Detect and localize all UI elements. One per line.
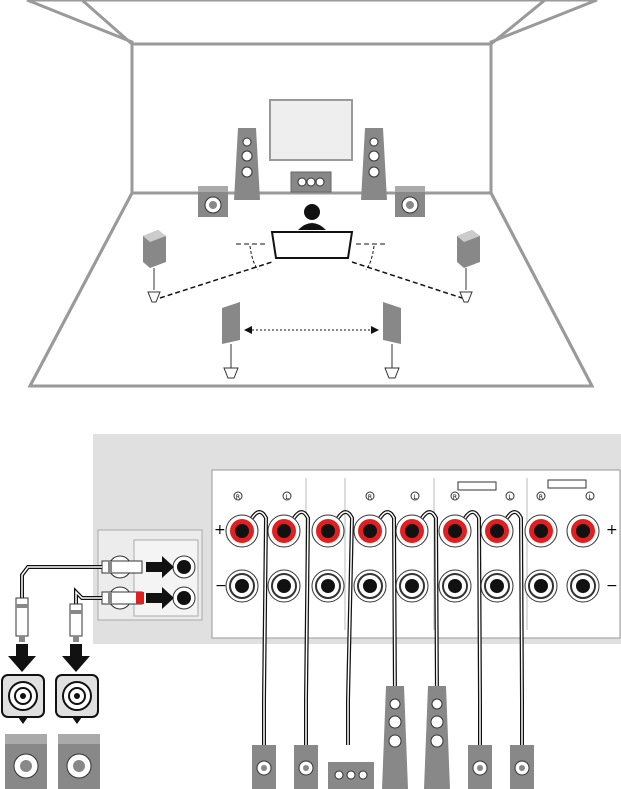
rca-plug-bottom [102, 592, 144, 604]
terminal-minus-3 [312, 570, 344, 602]
terminal-plus-8 [525, 515, 557, 547]
terminal-minus-4 [354, 570, 386, 602]
channel-marker-label: R [539, 494, 543, 501]
room-floor-left [30, 193, 132, 386]
dash-right-diag [352, 262, 462, 298]
speaker-3 [468, 745, 492, 789]
arc-right [366, 246, 374, 270]
terminal-minus-7 [481, 570, 513, 602]
channel-marker-label: R [368, 494, 372, 501]
terminal-plus-1 [226, 515, 258, 547]
surround-right [457, 230, 480, 302]
bottom-speakers [252, 686, 534, 789]
terminal-minus-5 [396, 570, 428, 602]
room-ceiling-left [82, 0, 132, 44]
terminal-minus-2 [268, 570, 300, 602]
front-left-tower [234, 128, 260, 200]
terminal-plus-7 [481, 515, 513, 547]
terminal-plus-9 [567, 515, 599, 547]
arrow-down-sub-1 [8, 644, 36, 672]
channel-marker-label: R [236, 494, 240, 501]
terminal-plus-6 [439, 515, 471, 547]
terminal-plus-2 [268, 515, 300, 547]
polarity-minus-left: − [215, 578, 227, 594]
polarity-plus-right: + [606, 522, 618, 538]
room-floor-right [491, 193, 592, 386]
terminal-plus-3 [312, 515, 344, 547]
center-speaker [291, 172, 331, 192]
surround-left [143, 230, 166, 302]
terminal-minus-6 [439, 570, 471, 602]
polarity-plus-left: + [214, 522, 226, 538]
tower-1 [382, 686, 408, 789]
terminal-plus-5 [396, 515, 428, 547]
channel-marker-label: R [453, 494, 457, 501]
subwoofer-2 [58, 734, 100, 789]
rca-plug-top [102, 561, 142, 573]
polarity-minus-right: − [606, 578, 618, 594]
dash-left-diag [160, 262, 272, 298]
tv-screen [270, 100, 352, 160]
terminal-minus-8 [525, 570, 557, 602]
front-right-tower [361, 128, 387, 200]
subwoofer-right [395, 186, 425, 217]
subwoofer-jack-callout-2 [56, 675, 98, 724]
label-slot-2 [548, 480, 586, 488]
label-slot-1 [458, 482, 496, 490]
surround-back-left [222, 302, 240, 378]
arrow-down-sub-2 [62, 644, 90, 672]
terminal-minus-9 [567, 570, 599, 602]
terminal-plus-4 [354, 515, 386, 547]
speaker-1 [252, 745, 276, 789]
subwoofer-left [198, 186, 228, 217]
listener-on-sofa [272, 204, 352, 258]
tower-2 [424, 686, 450, 789]
subwoofer-1 [5, 734, 47, 789]
room-ceiling-right [491, 0, 545, 44]
subwoofer-cables [2, 567, 102, 789]
speaker-2 [294, 745, 318, 789]
surround-back-right [383, 302, 401, 378]
terminal-minus-1 [226, 570, 258, 602]
center-speaker-bottom [328, 762, 374, 789]
speaker-4 [510, 745, 534, 789]
room-layout [27, 0, 597, 386]
subwoofer-jack-callout-1 [2, 675, 44, 724]
arc-left [250, 246, 258, 270]
